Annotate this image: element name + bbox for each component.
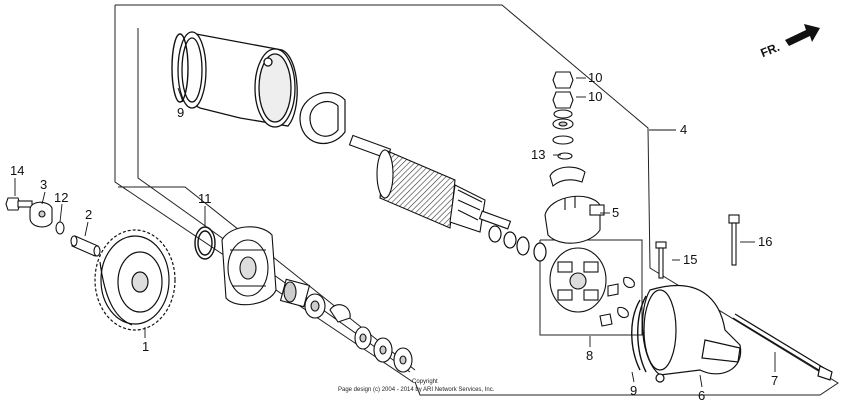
callout-8: 8 — [586, 348, 593, 363]
callout-9-yoke: 9 — [177, 105, 184, 120]
callout-15: 15 — [683, 252, 697, 267]
rear-cover — [641, 284, 742, 383]
callout-12: 12 — [54, 190, 68, 205]
through-bolt — [732, 313, 833, 381]
brush-spring-plate — [299, 92, 346, 145]
bearing-washers — [279, 278, 413, 373]
leader-lines — [14, 77, 776, 388]
callout-6: 6 — [698, 388, 705, 403]
callout-9-rear: 9 — [630, 383, 637, 398]
callout-3: 3 — [40, 177, 47, 192]
front-small-parts — [5, 197, 101, 257]
copyright-line-1: Copyright — [412, 379, 438, 385]
brush-holder-box — [539, 239, 643, 336]
callout-2: 2 — [85, 207, 92, 222]
front-direction-arrow — [785, 24, 820, 46]
yoke-housing — [177, 31, 298, 128]
callout-14: 14 — [10, 163, 24, 178]
callouts: 9 10 10 4 13 5 15 16 14 3 12 2 11 1 8 9 … — [10, 70, 778, 403]
bolts — [655, 214, 740, 279]
o-ring-front — [194, 226, 216, 260]
callout-7: 7 — [771, 373, 778, 388]
terminal-nuts-stack — [549, 71, 586, 187]
o-ring-yoke — [171, 33, 189, 103]
front-bracket — [221, 226, 277, 306]
callout-13: 13 — [531, 147, 545, 162]
callout-10-second: 10 — [588, 89, 602, 104]
armature-washers — [488, 225, 547, 262]
callout-11: 11 — [198, 191, 212, 206]
terminal-bracket — [544, 195, 605, 244]
reduction-gear — [94, 229, 176, 331]
o-ring-rear — [631, 295, 647, 373]
callout-4: 4 — [680, 122, 687, 137]
armature — [348, 134, 512, 233]
callout-5: 5 — [612, 205, 619, 220]
front-direction-label: FR. — [758, 40, 781, 60]
callout-1: 1 — [142, 339, 149, 354]
callout-16: 16 — [758, 234, 772, 249]
copyright-line-2: Page design (c) 2004 - 2014 by ARI Netwo… — [338, 387, 495, 393]
brush-holder — [549, 247, 635, 327]
callout-10-top: 10 — [588, 70, 602, 85]
